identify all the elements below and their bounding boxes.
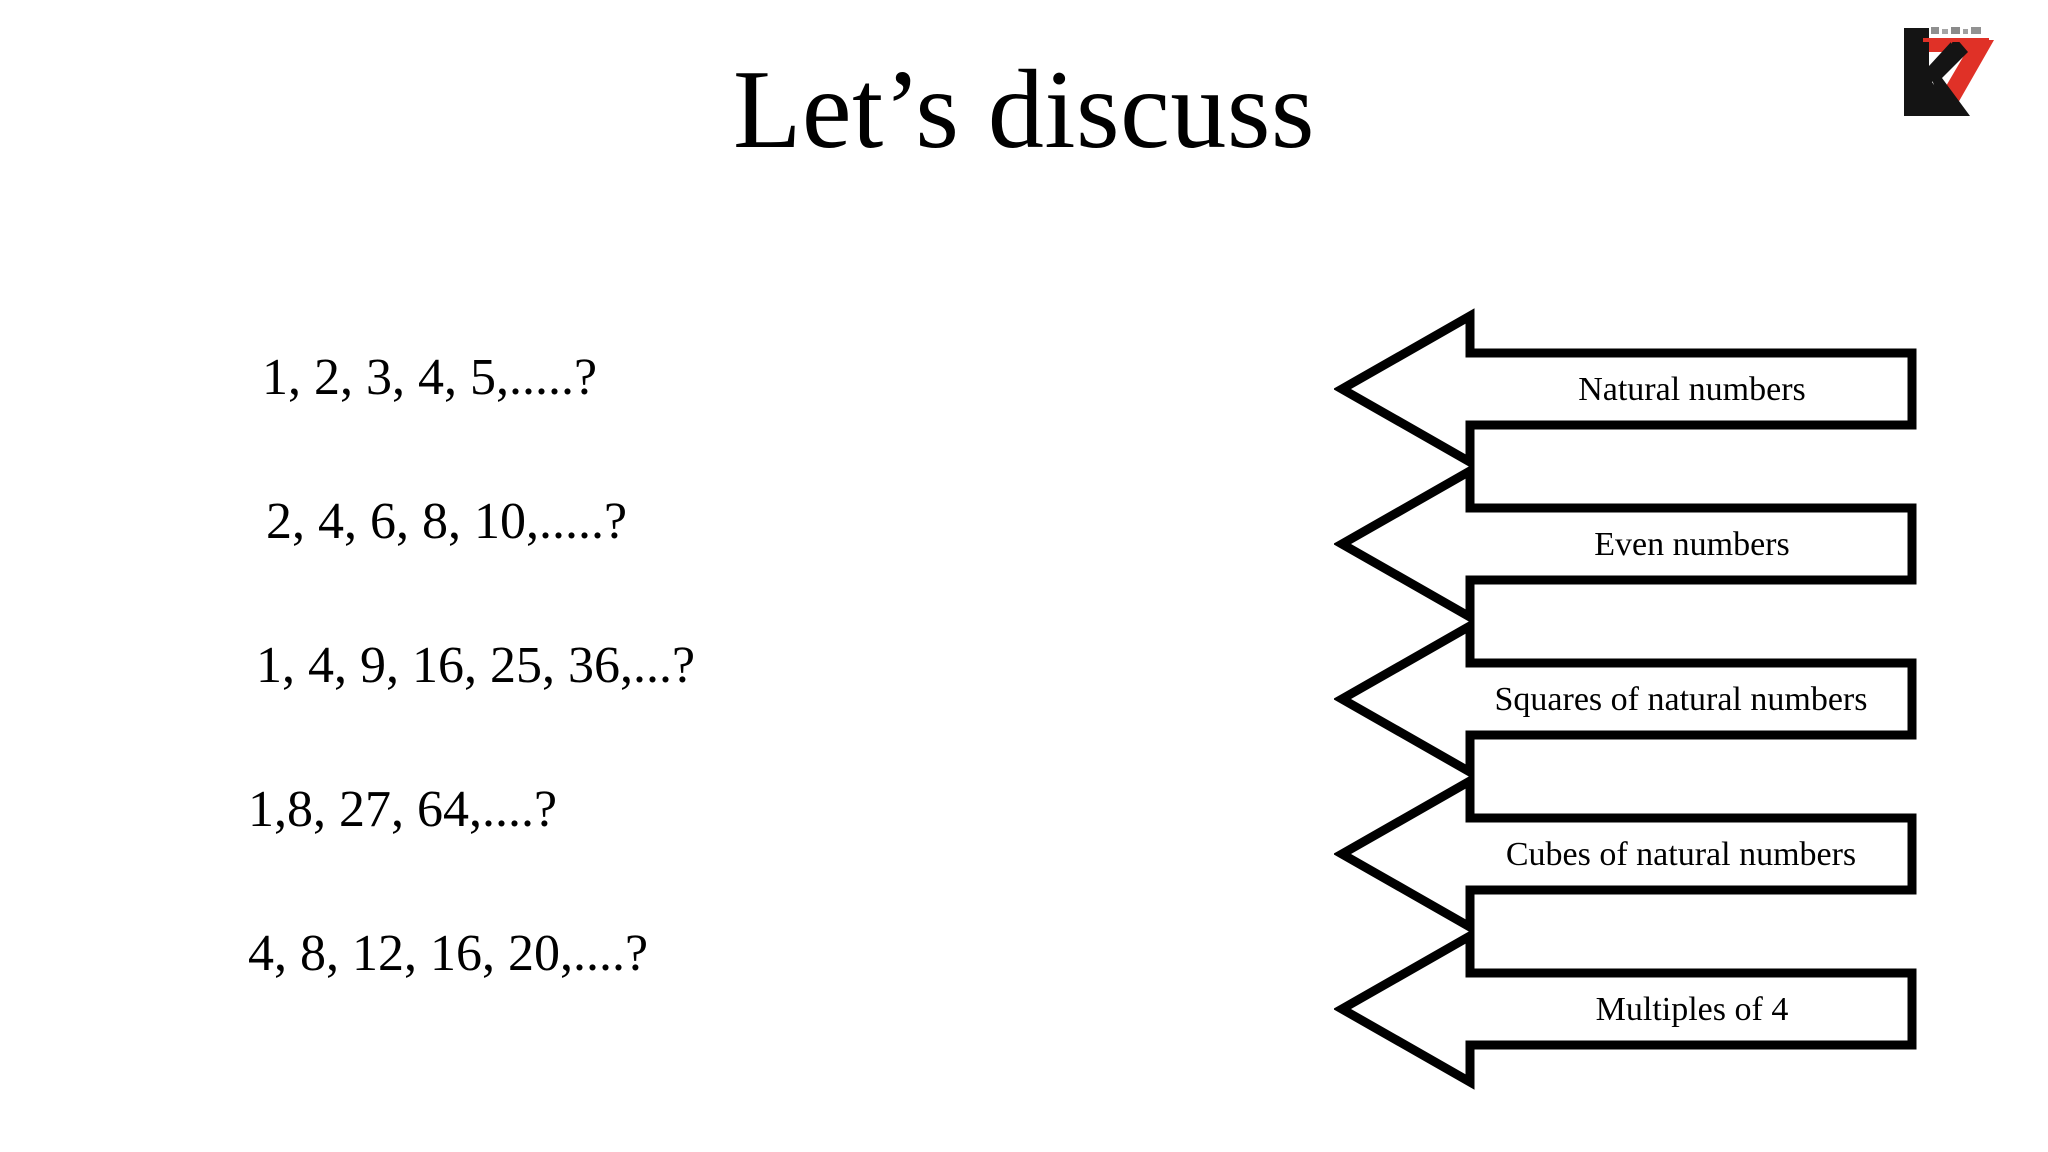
arrow-callout-cubes: Cubes of natural numbers [1334,773,1920,935]
k7-logo [1896,12,2016,127]
sequence-item-even: 2, 4, 6, 8, 10,.....? [266,493,628,550]
left-arrow-icon [1334,308,1917,470]
arrow-callout-natural: Natural numbers [1334,308,1920,470]
logo-tagline-icon [1922,26,1984,39]
left-arrow-icon [1334,618,1917,780]
page-title: Let’s discuss [732,48,1316,172]
left-arrow-icon [1334,928,1917,1090]
left-arrow-icon [1334,463,1917,625]
arrow-callout-multiples: Multiples of 4 [1334,928,1920,1090]
arrow-callout-squares: Squares of natural numbers [1334,618,1920,780]
sequence-item-multiples: 4, 8, 12, 16, 20,....? [248,925,649,982]
sequence-item-natural: 1, 2, 3, 4, 5,.....? [262,349,598,406]
left-arrow-icon [1334,773,1917,935]
sequence-list: 1, 2, 3, 4, 5,.....? 2, 4, 6, 8, 10,....… [248,352,948,1072]
sequence-item-cubes: 1,8, 27, 64,....? [248,781,558,838]
sequence-item-squares: 1, 4, 9, 16, 25, 36,...? [256,637,696,694]
arrow-callout-list: Natural numbers Even numbers Squares of … [1334,308,1934,1098]
arrow-callout-even: Even numbers [1334,463,1920,625]
